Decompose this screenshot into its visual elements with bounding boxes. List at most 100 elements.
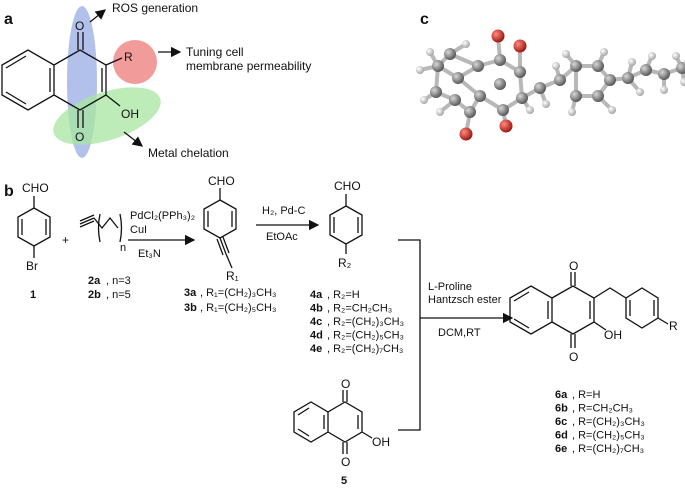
- carbon-atom: [570, 60, 582, 72]
- plus-sign: +: [62, 233, 69, 247]
- compound-1-structure: [17, 196, 51, 258]
- reagent-etoac: EtOAc: [266, 231, 298, 243]
- reagent-hantzsch-ester: Hantzsch ester: [428, 294, 502, 306]
- compound-6d-desc: , R=(CH₂)₅CH₃: [572, 430, 645, 442]
- compound-4c-id: 4c: [310, 316, 322, 328]
- compound-5-id: 5: [341, 475, 347, 487]
- carbon-atom: [658, 68, 670, 80]
- compound-6b-id: 6b: [555, 403, 568, 415]
- carbon-atom: [497, 104, 509, 116]
- membrane-permeability-label: membrane permeability: [186, 59, 311, 73]
- carbon-atom: [464, 106, 476, 118]
- compound-4e-id: 4e: [310, 343, 322, 355]
- carbon-atom: [604, 74, 616, 86]
- compound-4d-desc: , R₂=(CH₂)₅CH₃: [327, 330, 404, 342]
- hydrogen-atom: [552, 62, 560, 70]
- compound-2b-id: 2b: [88, 289, 101, 301]
- hydrogen-atom: [648, 52, 656, 60]
- hydrogen-atom: [420, 96, 428, 104]
- hydrogen-atom: [416, 66, 424, 74]
- carbon-atom: [554, 74, 566, 86]
- oxygen-atom: [491, 29, 505, 43]
- panel-b-label: b: [4, 183, 14, 200]
- chelation-highlight-oval: [53, 87, 161, 145]
- atom-oh: OH: [121, 107, 139, 121]
- compound-6c-desc: , R=(CH₂)₃CH₃: [572, 416, 645, 428]
- reagent-l-proline: L-Proline: [428, 281, 472, 293]
- panel-a-arrows: [89, 9, 182, 147]
- compound-6-structure: [509, 272, 669, 348]
- carbon-atom: [676, 62, 685, 74]
- compound-5-oh: OH: [372, 435, 390, 449]
- compound-2a-desc: , n=3: [106, 275, 131, 287]
- carbon-atom: [449, 94, 461, 106]
- atom-o-bottom: O: [75, 130, 84, 144]
- oxygen-atom: [513, 39, 527, 53]
- compound-6a-desc: , R=H: [572, 389, 600, 401]
- metal-chelation-label: Metal chelation: [148, 146, 229, 160]
- carbon-atom: [534, 82, 546, 94]
- hydrogen-atom: [628, 58, 636, 66]
- compound-4a-desc: , R₂=H: [327, 289, 360, 301]
- compound-1-id: 1: [30, 289, 36, 301]
- naphthoquinone-structure-a: [1, 32, 123, 128]
- compound-4-cho: CHO: [334, 179, 361, 193]
- hydrogen-atom: [636, 88, 644, 96]
- compound-5-o-bottom: O: [341, 455, 350, 469]
- compound-6-oh: OH: [604, 328, 622, 342]
- panel-a-highlights: [53, 6, 161, 158]
- panel-a-label: a: [4, 11, 13, 28]
- compound-3-cho: CHO: [208, 174, 235, 188]
- carbon-atom: [474, 90, 486, 102]
- alkyne-n-subscript: n: [120, 242, 126, 254]
- carbon-atom: [472, 60, 484, 72]
- hydrogen-atom: [568, 108, 576, 116]
- hydrogen-atom: [436, 108, 444, 116]
- permeability-highlight-oval: [113, 40, 157, 84]
- tuning-cell-label: Tuning cell: [186, 45, 244, 59]
- hydrogen-atom: [660, 86, 668, 94]
- carbon-atom: [622, 72, 634, 84]
- atom-o-top: O: [75, 19, 84, 33]
- compound-4b-id: 4b: [310, 303, 323, 315]
- compound-3b-desc: , R₁=(CH₂)₅CH₃: [200, 302, 276, 314]
- carbon-atom: [516, 92, 528, 104]
- carbon-atom: [432, 60, 444, 72]
- carbon-atom: [592, 90, 604, 102]
- hydrogen-atom: [426, 48, 434, 56]
- compound-2a-id: 2a: [88, 275, 101, 287]
- compound-3a-desc: , R₁=(CH₂)₃CH₃: [200, 287, 277, 299]
- compound-2b-desc: , n=5: [106, 289, 131, 301]
- compound-1-cho: CHO: [22, 181, 49, 195]
- compound-6a-id: 6a: [555, 389, 568, 401]
- compound-4a-id: 4a: [310, 289, 323, 301]
- compound-6d-id: 6d: [555, 430, 568, 442]
- compound-6-o-top: O: [569, 259, 578, 273]
- hydrogen-atom: [542, 100, 550, 108]
- reagent-et3n: Et₃N: [138, 248, 161, 260]
- hydrogen-atom: [672, 52, 680, 60]
- ros-generation-label: ROS generation: [112, 1, 198, 15]
- compound-6b-desc: , R=CH₂CH₃: [572, 403, 633, 415]
- carbon-atom: [514, 66, 526, 78]
- compound-6-o-bottom: O: [569, 350, 578, 364]
- carbon-atom: [494, 54, 506, 66]
- hydrogen-atom: [680, 78, 685, 86]
- convergence-bracket: [398, 239, 421, 431]
- carbon-atom: [640, 64, 652, 76]
- compound-1-br: Br: [26, 259, 38, 273]
- compound-3a-id: 3a: [184, 287, 197, 299]
- compound-4-structure: [329, 194, 363, 254]
- hydrogen-atom: [600, 48, 608, 56]
- panel-c-label: c: [420, 11, 429, 28]
- compound-4d-id: 4d: [310, 330, 323, 342]
- carbon-atom: [494, 78, 506, 90]
- compound-5-structure: [293, 390, 373, 454]
- atom-r: R: [124, 50, 133, 64]
- compound-5-o-top: O: [341, 377, 350, 391]
- hydrogen-atom: [608, 106, 616, 114]
- compound-4-r2: R₂: [338, 256, 352, 270]
